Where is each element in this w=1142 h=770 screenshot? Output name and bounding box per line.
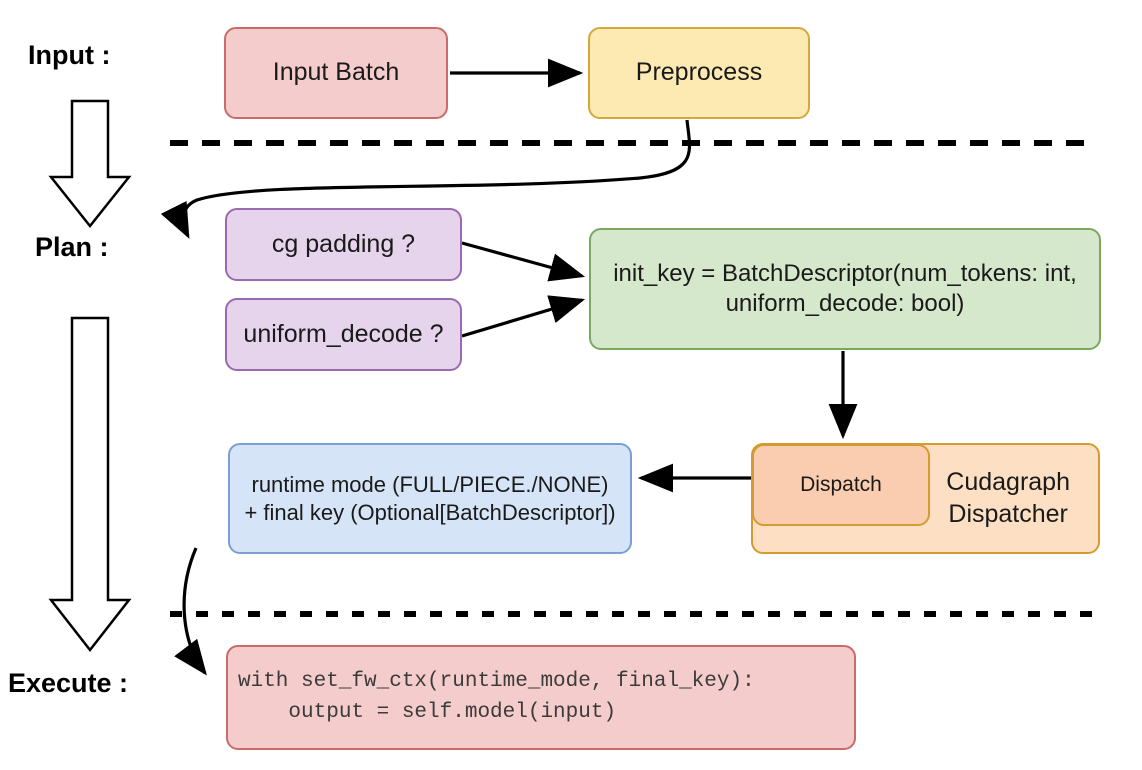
stage-label-input: Input :	[28, 40, 111, 70]
node-uniform-decode[interactable]: uniform_decode ?	[225, 298, 462, 371]
node-runtime-mode-final-key[interactable]: runtime mode (FULL/PIECE./NONE) + final …	[228, 443, 632, 554]
stage-label-plan: Plan :	[35, 232, 109, 262]
arrow-runtime-mode-to-exec-code	[174, 547, 207, 676]
node-preprocess[interactable]: Preprocess	[588, 27, 810, 119]
node-init-key-batch-descriptor[interactable]: init_key = BatchDescriptor(num_tokens: i…	[589, 228, 1101, 350]
arrow-preprocess-to-cg-padding	[160, 119, 692, 239]
arrow-cg-padding-to-init-key	[461, 241, 586, 282]
arrow-uniform-decode-to-init-key	[461, 295, 586, 338]
node-execute-code-block[interactable]: with set_fw_ctx(runtime_mode, final_key)…	[226, 645, 856, 750]
node-input-batch[interactable]: Input Batch	[224, 27, 448, 119]
node-cg-padding[interactable]: cg padding ?	[225, 208, 462, 281]
input-to-plan-arrow	[48, 99, 132, 229]
node-dispatch[interactable]: Dispatch	[752, 444, 930, 526]
stage-label-execute: Execute :	[8, 668, 129, 698]
plan-to-execute-arrow	[48, 316, 132, 653]
